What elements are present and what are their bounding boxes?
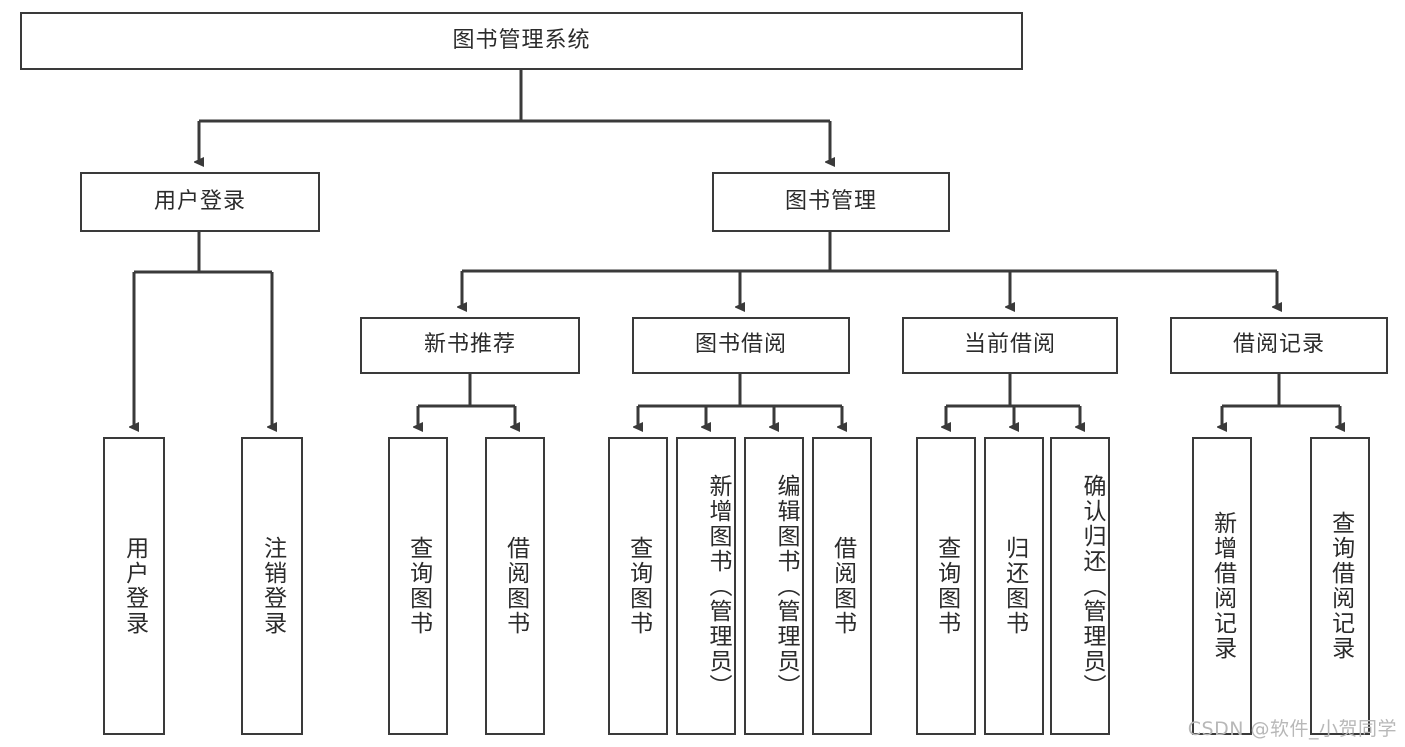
leaf-add-book[interactable]: 新增图书（管理员） xyxy=(676,437,736,735)
node-borrow-records[interactable]: 借阅记录 xyxy=(1170,317,1388,374)
leaf-query-book-3[interactable]: 查询图书 xyxy=(916,437,976,735)
leaf-return-book[interactable]: 归还图书 xyxy=(984,437,1044,735)
leaf-add-record[interactable]: 新增借阅记录 xyxy=(1192,437,1252,735)
node-new-book-recommend[interactable]: 新书推荐 xyxy=(360,317,580,374)
node-root[interactable]: 图书管理系统 xyxy=(20,12,1023,70)
leaf-query-record[interactable]: 查询借阅记录 xyxy=(1310,437,1370,735)
node-user-login[interactable]: 用户登录 xyxy=(80,172,320,232)
csdn-watermark: CSDN @软件_小贺同学 xyxy=(1187,718,1397,740)
node-current-borrow[interactable]: 当前借阅 xyxy=(902,317,1118,374)
leaf-borrow-book-1[interactable]: 借阅图书 xyxy=(485,437,545,735)
leaf-confirm-return[interactable]: 确认归还（管理员） xyxy=(1050,437,1110,735)
leaf-query-book-2[interactable]: 查询图书 xyxy=(608,437,668,735)
leaf-logout[interactable]: 注销登录 xyxy=(241,437,303,735)
leaf-user-login[interactable]: 用户登录 xyxy=(103,437,165,735)
leaf-query-book-1[interactable]: 查询图书 xyxy=(388,437,448,735)
node-book-borrow[interactable]: 图书借阅 xyxy=(632,317,850,374)
leaf-borrow-book-2[interactable]: 借阅图书 xyxy=(812,437,872,735)
leaf-edit-book[interactable]: 编辑图书（管理员） xyxy=(744,437,804,735)
node-book-management[interactable]: 图书管理 xyxy=(712,172,950,232)
